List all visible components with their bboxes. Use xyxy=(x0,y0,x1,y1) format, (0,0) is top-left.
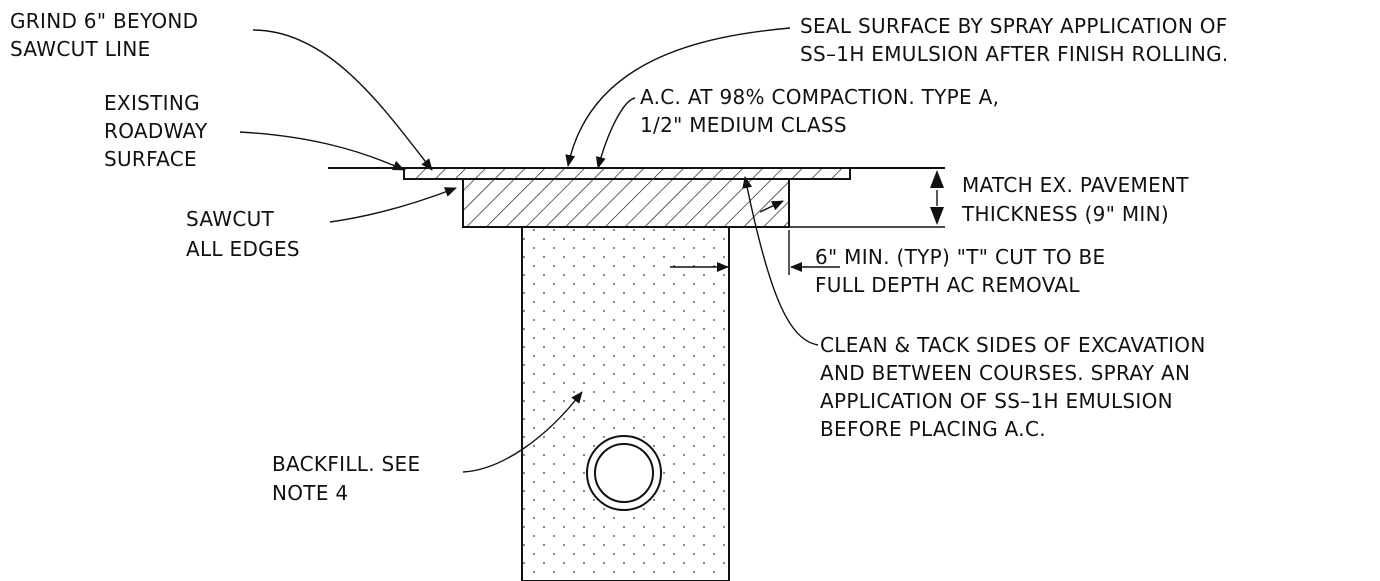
top-ac-layer xyxy=(403,167,851,180)
existing-leader xyxy=(239,131,405,171)
thickness-dimension xyxy=(789,167,945,228)
match-pavement-note: MATCH EX. PAVEMENT THICKNESS (9" MIN) xyxy=(961,173,1196,226)
grind-note: GRIND 6" BEYOND SAWCUT LINE xyxy=(10,9,205,61)
sawcut-leader xyxy=(329,187,457,223)
clean-leader xyxy=(742,176,819,346)
ac-leader xyxy=(595,97,636,169)
backfill-trench xyxy=(521,226,730,581)
seal-surface-note: SEAL SURFACE BY SPRAY APPLICATION OF SS–… xyxy=(800,14,1234,66)
ac-patch-layer xyxy=(462,178,790,228)
existing-roadway-note: EXISTING ROADWAY SURFACE xyxy=(104,91,214,171)
t-cut-note: 6" MIN. (TYP) "T" CUT TO BE FULL DEPTH A… xyxy=(815,245,1112,297)
clean-tack-note: CLEAN & TACK SIDES OF EXCAVATION AND BET… xyxy=(820,333,1212,441)
pipe-inner xyxy=(594,443,654,503)
backfill-note: BACKFILL. SEE NOTE 4 xyxy=(272,452,427,505)
seal-leader xyxy=(565,27,791,167)
ac-compaction-note: A.C. AT 98% COMPACTION. TYPE A, 1/2" MED… xyxy=(640,85,1006,137)
clean-leader-2 xyxy=(759,200,784,213)
backfill-leader xyxy=(462,391,583,473)
t-cut-dimension xyxy=(670,230,840,275)
sawcut-note: SAWCUT ALL EDGES xyxy=(186,207,300,261)
grind-leader xyxy=(252,29,433,171)
